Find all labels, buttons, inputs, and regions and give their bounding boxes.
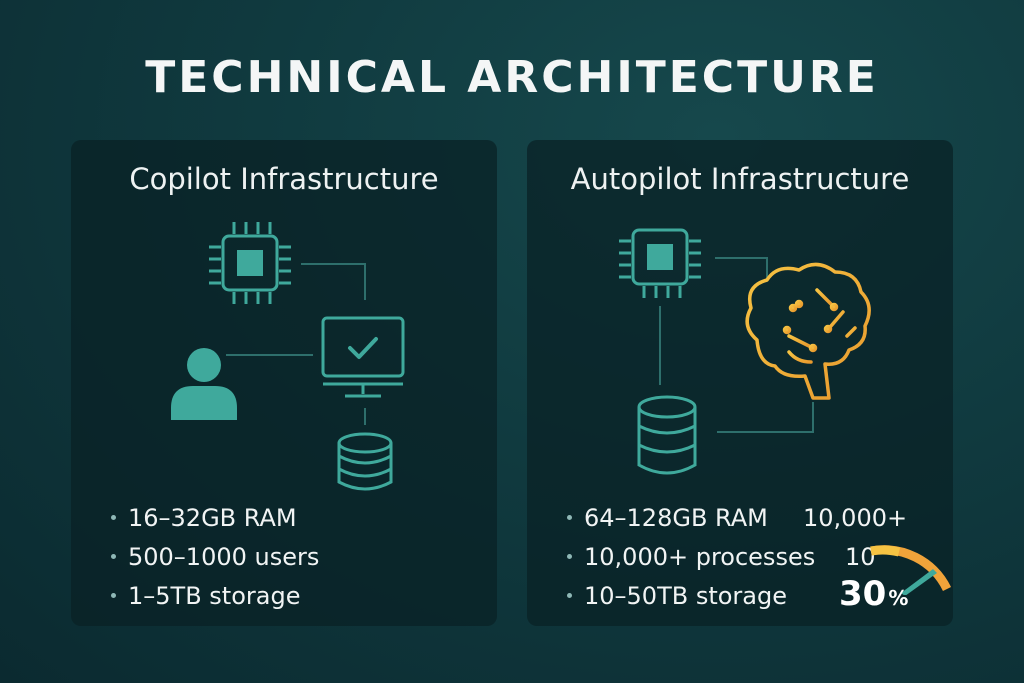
stat-percent-value: 30 — [839, 574, 887, 614]
copilot-spec-list: 16–32GB RAM 500–1000 users 1–5TB storage — [111, 498, 319, 615]
bullet-dot — [567, 593, 572, 598]
copilot-panel: Copilot Infrastructure — [71, 140, 497, 626]
spec-processes: 10,000+ processes — [567, 537, 815, 576]
spec-ram: 64–128GB RAM — [567, 498, 815, 537]
copilot-diagram — [171, 222, 405, 491]
user-icon — [171, 348, 237, 420]
copilot-connectors — [226, 263, 366, 425]
autopilot-diagram — [619, 228, 871, 475]
spec-users: 500–1000 users — [111, 537, 319, 576]
spec-users-text: 500–1000 users — [128, 542, 320, 571]
copilot-panel-title: Copilot Infrastructure — [129, 162, 439, 196]
gauge-icon — [870, 545, 952, 595]
autopilot-panel: Autopilot Infrastructure — [527, 140, 953, 626]
spec-storage: 1–5TB storage — [111, 576, 319, 615]
bullet-dot — [567, 515, 572, 520]
stat-percent: 30 % — [839, 574, 908, 618]
spec-ram-text: 16–32GB RAM — [128, 503, 297, 532]
spec-storage-text: 10–50TB storage — [584, 581, 788, 610]
autopilot-spec-list: 64–128GB RAM 10,000+ processes 10–50TB s… — [567, 498, 815, 615]
database-icon — [637, 395, 697, 475]
spec-storage: 10–50TB storage — [567, 576, 815, 615]
ai-brain-icon — [745, 262, 871, 400]
cpu-chip-icon — [619, 228, 701, 298]
spec-storage-text: 1–5TB storage — [128, 581, 301, 610]
stat-percent-sign: % — [888, 586, 909, 610]
bullet-dot — [567, 554, 572, 559]
spec-ram-text: 64–128GB RAM — [584, 503, 768, 532]
cpu-chip-icon — [209, 222, 291, 304]
spec-processes-text: 10,000+ processes — [584, 542, 816, 571]
bullet-dot — [111, 515, 116, 520]
bullet-dot — [111, 593, 116, 598]
database-icon — [337, 432, 393, 491]
autopilot-connectors — [659, 257, 814, 433]
page-title: TECHNICAL ARCHITECTURE — [145, 52, 879, 103]
stat-capacity: 10,000+ — [803, 503, 908, 532]
bullet-dot — [111, 554, 116, 559]
monitor-check-icon — [321, 316, 405, 398]
spec-ram: 16–32GB RAM — [111, 498, 319, 537]
autopilot-panel-title: Autopilot Infrastructure — [570, 162, 910, 196]
